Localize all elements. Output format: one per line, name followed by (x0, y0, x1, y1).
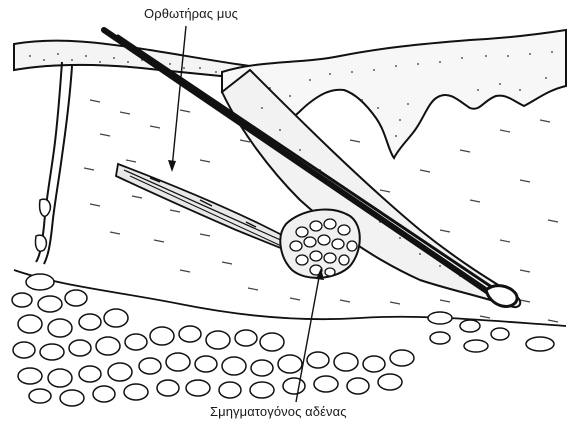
subcutaneous-fat (12, 274, 414, 406)
sebaceous-gland (280, 210, 359, 278)
arrector-muscle-label: Ορθωτήρας μυς (144, 6, 238, 21)
arrector-muscle (116, 164, 300, 254)
muscle-pointer (168, 26, 186, 172)
lower-right-cells (428, 312, 554, 352)
duct (35, 62, 72, 264)
sebaceous-gland-label: Σμηγματογόνος αδένας (210, 404, 347, 419)
